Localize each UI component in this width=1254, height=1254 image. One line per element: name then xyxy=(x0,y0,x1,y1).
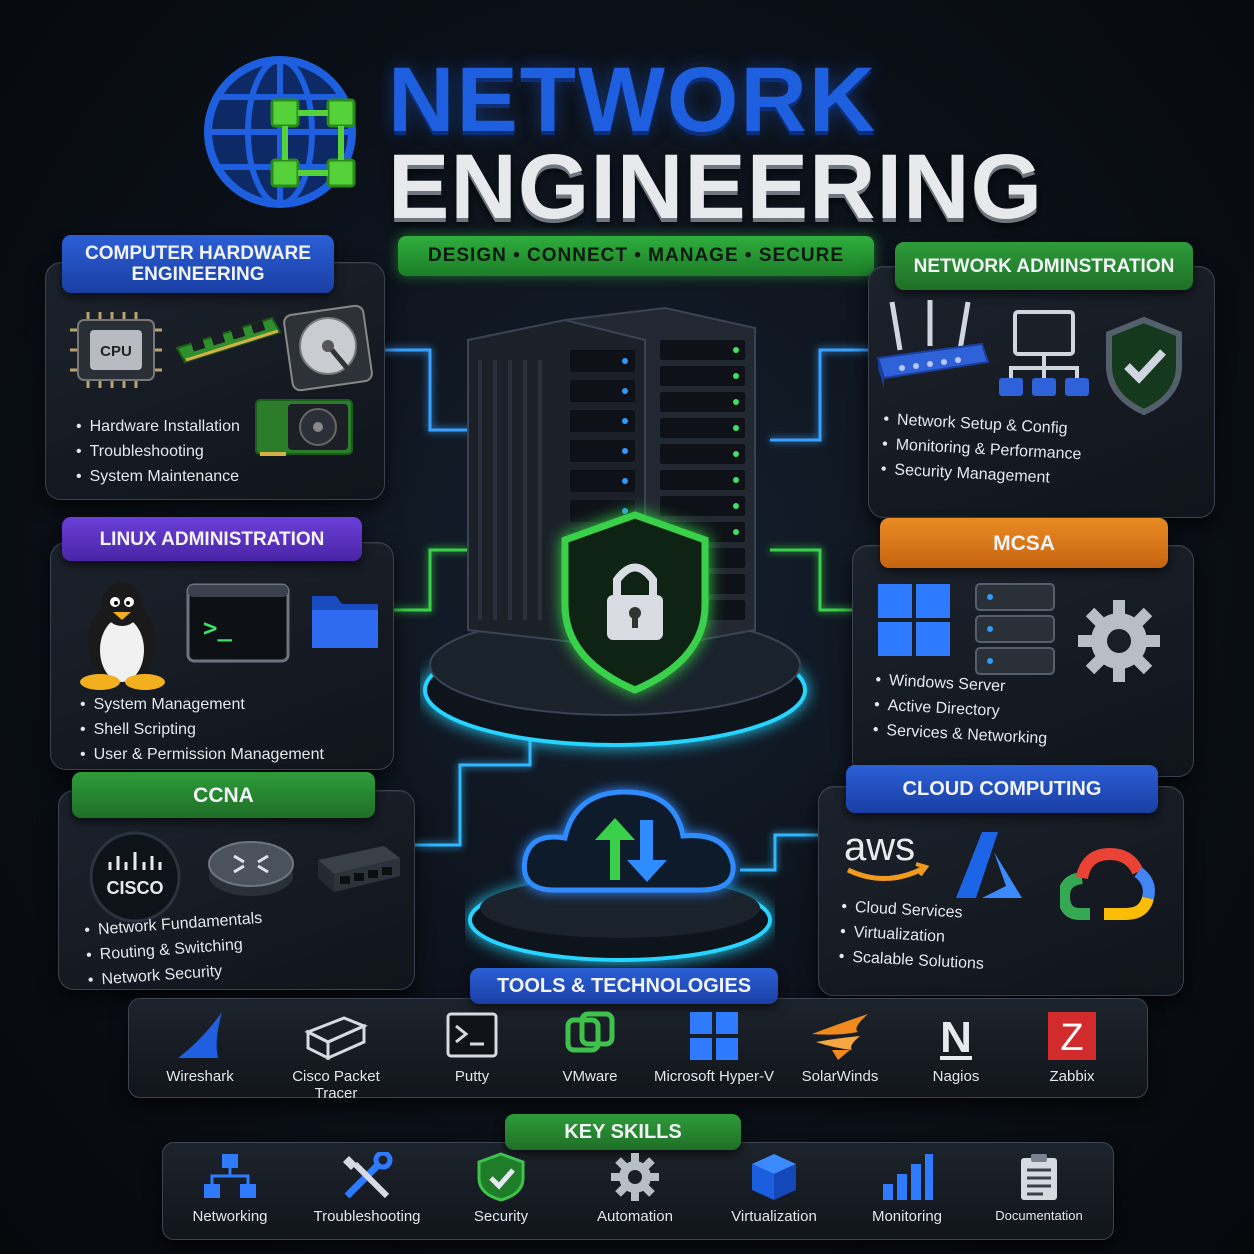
linux-penguin-icon xyxy=(80,582,165,690)
skill-automation: Automation xyxy=(575,1152,695,1225)
tool-wireshark: Wireshark xyxy=(140,1010,260,1085)
bar-chart-icon xyxy=(883,1154,933,1200)
windows-logo-icon xyxy=(878,584,950,656)
nagios-letter: N xyxy=(940,1013,972,1062)
skill-label: Documentation xyxy=(995,1208,1083,1223)
ccna-bullet-list: Network Fundamentals Routing & Switching… xyxy=(84,906,267,993)
list-item: System Maintenance xyxy=(76,464,240,489)
mcsa-bullet-list: Windows Server Active Directory Services… xyxy=(872,667,1050,751)
panel-ccna-title: CCNA xyxy=(72,772,375,818)
hard-drive-icon xyxy=(283,304,373,392)
panel-mcsa-title: MCSA xyxy=(880,518,1168,568)
wireshark-fin-icon xyxy=(178,1012,222,1058)
cloud-bullet-list: Cloud Services Virtualization Scalable S… xyxy=(838,894,987,976)
gear-icon xyxy=(1078,600,1160,682)
folder-icon xyxy=(312,596,378,648)
list-item: User & Permission Management xyxy=(80,742,324,767)
server-rack-icon xyxy=(423,306,807,747)
list-item: Shell Scripting xyxy=(80,717,324,742)
tool-putty: Putty xyxy=(412,1010,532,1085)
router-icon xyxy=(208,841,294,896)
clipboard-icon xyxy=(1021,1154,1057,1200)
tool-packet-tracer: Cisco Packet Tracer xyxy=(276,1010,396,1102)
panel-hardware-title: COMPUTER HARDWARE ENGINEERING xyxy=(62,235,334,293)
skill-label: Networking xyxy=(192,1208,268,1225)
list-item: Troubleshooting xyxy=(76,439,240,464)
ram-icon xyxy=(175,316,282,364)
skill-label: Troubleshooting xyxy=(313,1208,421,1225)
skill-label: Virtualization xyxy=(731,1208,817,1225)
skill-documentation: Documentation xyxy=(979,1152,1099,1223)
aws-logo-icon: aws xyxy=(844,825,930,881)
tool-hyperv: Microsoft Hyper-V xyxy=(650,1010,778,1085)
tools-title: TOOLS & TECHNOLOGIES xyxy=(470,968,778,1004)
aws-logo-text: aws xyxy=(844,825,915,869)
putty-terminal-icon xyxy=(446,1012,498,1058)
list-item: Hardware Installation xyxy=(76,414,240,439)
zabbix-icon: Z xyxy=(1048,1012,1096,1060)
panel-linux-title: LINUX ADMINISTRATION xyxy=(62,517,362,561)
tool-solarwinds: SolarWinds xyxy=(780,1010,900,1085)
tool-vmware: VMware xyxy=(530,1010,650,1085)
globe-network-icon xyxy=(204,56,356,208)
network-hierarchy-icon xyxy=(204,1154,256,1198)
nagios-icon: N xyxy=(940,1013,972,1062)
automation-gear-icon xyxy=(611,1153,659,1201)
packet-tracer-icon xyxy=(304,1016,368,1061)
tool-zabbix: Z Zabbix xyxy=(1012,1010,1132,1085)
skill-networking: Networking xyxy=(170,1152,290,1225)
tagline-banner: DESIGN • CONNECT • MANAGE • SECURE xyxy=(398,236,874,276)
security-shield-icon xyxy=(1106,316,1182,416)
skill-label: Monitoring xyxy=(871,1208,943,1225)
graphics-card-icon xyxy=(255,399,353,456)
page-title-line1: NETWORK xyxy=(388,49,878,151)
zabbix-letter: Z xyxy=(1060,1017,1083,1059)
skills-title: KEY SKILLS xyxy=(505,1114,741,1150)
cloud-sync-icon xyxy=(468,789,772,962)
cpu-icon: CPU xyxy=(70,312,162,388)
cisco-logo-icon: CISCO xyxy=(89,831,181,923)
hyperv-windows-icon xyxy=(690,1012,738,1060)
skill-virtualization: Virtualization xyxy=(714,1152,834,1225)
wifi-router-icon xyxy=(876,300,990,388)
tool-label: VMware xyxy=(562,1068,618,1085)
cisco-logo-text: CISCO xyxy=(106,878,163,898)
cube-icon xyxy=(752,1154,796,1200)
tool-label: Zabbix xyxy=(1049,1068,1095,1085)
skill-label: Security xyxy=(473,1208,529,1225)
skill-security: Security xyxy=(441,1152,561,1225)
linux-bullet-list: System Management Shell Scripting User &… xyxy=(80,692,324,767)
tool-label: Cisco Packet Tracer xyxy=(292,1068,380,1102)
network-topology-icon xyxy=(999,310,1089,396)
azure-logo-icon xyxy=(956,832,1022,898)
panel-cloud-title: CLOUD COMPUTING xyxy=(846,765,1158,813)
panel-network-admin-title: NETWORK ADMINSTRATION xyxy=(895,242,1193,290)
server-stack-icon xyxy=(975,583,1055,675)
shield-check-icon xyxy=(477,1152,525,1202)
netadmin-bullet-list: Network Setup & Config Monitoring & Perf… xyxy=(880,407,1083,492)
hardware-bullet-list: Hardware Installation Troubleshooting Sy… xyxy=(76,414,240,489)
tool-label: Putty xyxy=(454,1068,490,1085)
cpu-label: CPU xyxy=(100,343,132,360)
terminal-icon: >_ xyxy=(186,583,290,663)
network-switch-icon xyxy=(318,846,400,892)
tool-label: Microsoft Hyper-V xyxy=(653,1068,775,1085)
solarwinds-icon xyxy=(812,1014,868,1060)
wrench-screwdriver-icon xyxy=(343,1152,393,1199)
tool-nagios: N Nagios xyxy=(896,1010,1016,1085)
skill-label: Automation xyxy=(597,1208,673,1225)
tool-label: SolarWinds xyxy=(801,1068,879,1085)
tagline-text: DESIGN • CONNECT • MANAGE • SECURE xyxy=(427,245,845,266)
page-title-line2: ENGINEERING xyxy=(388,136,1044,238)
tool-label: Wireshark xyxy=(166,1068,234,1085)
vmware-icon xyxy=(565,1011,615,1053)
skill-troubleshooting: Troubleshooting xyxy=(307,1152,427,1225)
terminal-prompt: >_ xyxy=(203,614,232,642)
tool-label: Nagios xyxy=(932,1068,980,1085)
skill-monitoring: Monitoring xyxy=(847,1152,967,1225)
google-cloud-logo-icon xyxy=(1060,848,1155,920)
list-item: System Management xyxy=(80,692,324,717)
